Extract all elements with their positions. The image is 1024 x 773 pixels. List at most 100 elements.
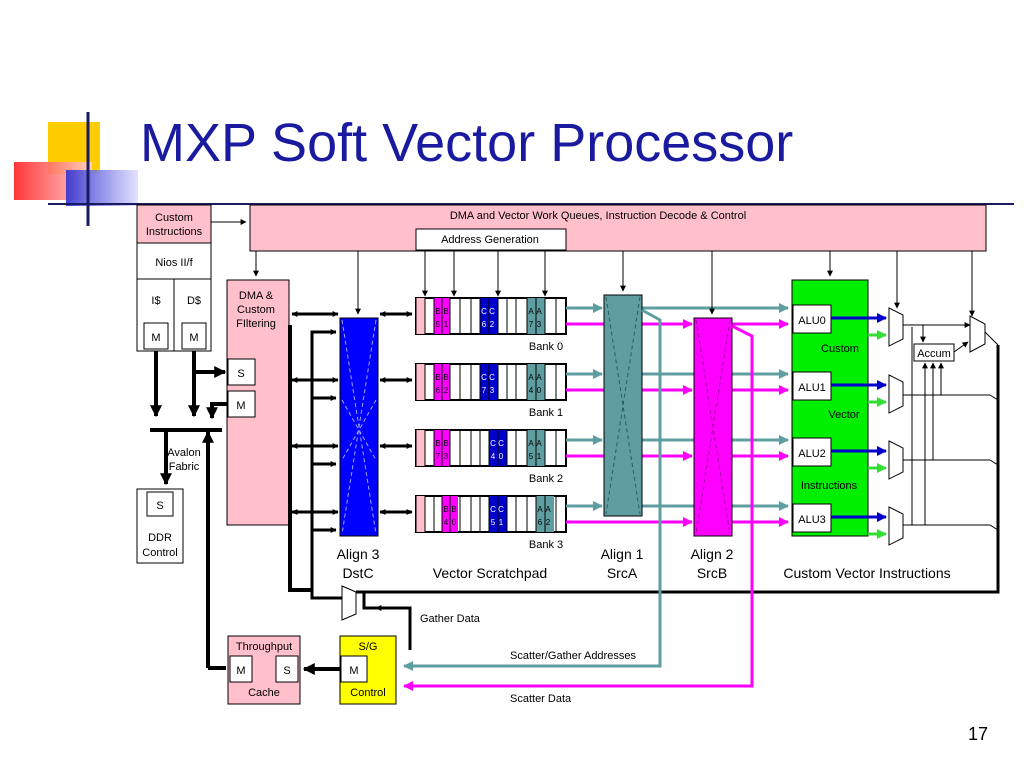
avalon-label-line2: Fabric [169,461,200,473]
bank-c-letter: C [481,307,487,316]
bank-a-letter: A [536,373,542,382]
control-bar [249,204,987,252]
bank-a-letter: A [528,439,534,448]
bank-a-index: 6 [538,518,543,527]
align1-label-line2: SrcA [607,565,638,581]
sg-label-top: S/G [359,641,378,653]
cache-label-top: Throughput [236,641,292,653]
output-muxes [888,307,986,546]
bank-a-index: 4 [529,386,534,395]
bank-a-letter: A [528,373,534,382]
scatter-gather-lines [403,308,754,691]
control-arrows [211,219,975,317]
address-generation-box [415,228,567,251]
bank-c-index: 0 [499,452,504,461]
nios-d-master-label: M [189,332,198,344]
alu-box [792,304,832,334]
bank-b-letter: B [435,373,440,382]
bank-c-index: 2 [490,320,495,329]
output-mux-3 [888,506,904,546]
bank-c-letter: C [490,505,496,514]
dma-label-line3: FIltering [236,318,276,330]
bank-c-letter: C [498,439,504,448]
alu-label: ALU0 [798,315,826,327]
nios-if-label: Nios II/f [155,257,193,269]
accum-label: Accum [917,348,951,360]
bank-pink-cell [416,364,425,400]
dcache-label: D$ [187,295,201,307]
dma-label-line2: Custom [237,304,275,316]
bank-b-index: 6 [436,386,441,395]
bank-b-index: 2 [444,386,449,395]
cache-master-label: M [236,665,245,677]
bank-b-letter: B [435,439,440,448]
custom-vector-instructions-label: Custom Vector Instructions [783,565,950,581]
bank-c-index: 7 [482,386,487,395]
custom-word-vector: Vector [828,409,860,421]
custom-instructions-line1: Custom [155,212,193,224]
ddr-block: S DDR Control [136,488,184,564]
bank-b-index: 1 [444,320,449,329]
dma-block: DMA & Custom FIltering S M [226,279,290,526]
bank-b-letter: B [443,373,448,382]
align1-crossbar [603,294,643,517]
gather-mux [341,585,357,621]
alu-label: ALU1 [798,382,826,394]
bank-pink-cell [416,496,425,532]
bank-c-index: 1 [499,518,504,527]
alu-3: ALU3 [792,503,887,539]
ddr-label-line1: DDR [148,532,172,544]
bank-label: Bank 3 [529,539,563,551]
bank-b-index: 5 [436,320,441,329]
dma-master-label: M [236,400,245,412]
align2-label-line2: SrcB [697,565,727,581]
align3-label-line1: Align 3 [337,546,380,562]
alu-label: ALU3 [798,514,826,526]
bank-c-index: 4 [491,452,496,461]
bank-c-letter: C [489,373,495,382]
address-generation-label: Address Generation [441,234,539,246]
alu-2: ALU2 [792,437,887,473]
align3-label-line2: DstC [342,565,373,581]
bank-label: Bank 2 [529,473,563,485]
bank-a-letter: A [528,307,534,316]
bank-c-index: 5 [491,518,496,527]
bank-b-letter: B [451,505,456,514]
bank-b-index: 0 [452,518,457,527]
accum-box [913,343,955,362]
bank-c-letter: C [489,307,495,316]
alu-0: ALU0 [792,304,887,340]
bank-a-letter: A [536,439,542,448]
page-title: MXP Soft Vector Processor [140,113,794,173]
scatter-gather-addresses-label: Scatter/Gather Addresses [510,650,636,662]
control-bar-label: DMA and Vector Work Queues, Instruction … [450,210,746,222]
bank-label: Bank 0 [529,341,563,353]
decorative-logo [14,112,1014,226]
bank-a-index: 0 [537,386,542,395]
avalon-label-line1: Avalon [167,447,200,459]
alu-box [792,371,832,401]
bank-a-letter: A [545,505,551,514]
align1-cross-pattern [605,296,641,515]
scratchpad-label: Vector Scratchpad [433,565,547,581]
sg-control-block: S/G M Control [339,635,397,705]
align2-label-line1: Align 2 [691,546,734,562]
sg-master-label: M [349,665,358,677]
bank-b-index: 7 [436,452,441,461]
bank-a-index: 3 [537,320,542,329]
bank-a-index: 1 [537,452,542,461]
scatter-data-label: Scatter Data [510,693,572,705]
bank-b-index: 3 [444,452,449,461]
nios-i-master-label: M [151,332,160,344]
align2-cross-pattern [695,319,731,535]
bank-a-index: 2 [546,518,551,527]
gather-data-label: Gather Data [420,613,481,625]
throughput-cache-block: Throughput M S Cache [227,635,301,705]
nios-block: Custom Instructions Nios II/f I$ D$ M M [136,204,212,352]
cache-label-bottom: Cache [248,687,280,699]
